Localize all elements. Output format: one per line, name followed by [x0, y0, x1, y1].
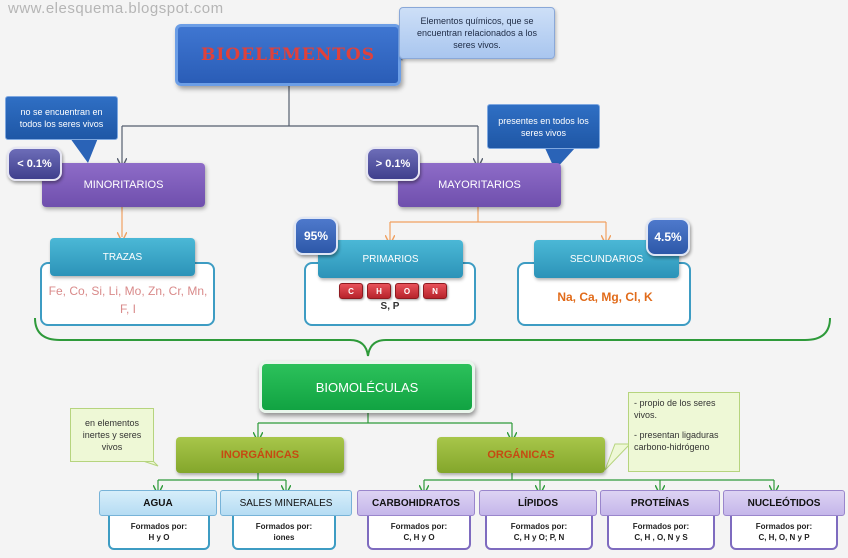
- trazas-elements: Fe, Co, Si, Li, Mo, Zn, Cr, Mn, F, I: [48, 284, 208, 316]
- proteinas-formed-by: Formados por:: [632, 522, 690, 531]
- carbo-formed-by: Formados por:: [390, 522, 448, 531]
- secundarios-elements: Na, Ca, Mg, Cl, K: [557, 290, 653, 304]
- lipidos-elements: C, H y O; P, N: [513, 533, 565, 542]
- connector-org-split: [424, 473, 774, 481]
- nucleotidos-formed-by: Formados por:: [755, 522, 813, 531]
- element-n: N: [423, 283, 447, 299]
- trazas-box: TRAZAS: [50, 238, 195, 276]
- organicas-note: - propio de los seres vivos. - presentan…: [628, 392, 740, 472]
- mayoritarios-box: MAYORITARIOS: [398, 163, 561, 207]
- sales-box: SALES MINERALES: [220, 490, 352, 516]
- lipidos-formed-by: Formados por:: [510, 522, 568, 531]
- callout-tail-org: [604, 443, 632, 471]
- element-h: H: [367, 283, 391, 299]
- connector-mayor-split: [390, 207, 606, 223]
- page-title: BIOELEMENTOS: [200, 45, 376, 65]
- carbo-box: CARBOHIDRATOS: [357, 490, 475, 516]
- sales-elements: iones: [273, 533, 295, 542]
- biomoleculas-box: BIOMOLÉCULAS: [259, 361, 475, 413]
- callout-tail-minor: [70, 138, 98, 163]
- connector-title: [122, 86, 478, 127]
- element-c: C: [339, 283, 363, 299]
- primarios-box: PRIMARIOS: [318, 240, 463, 278]
- proteinas-elements: C, H , O, N y S: [634, 533, 688, 542]
- agua-elements: H y O: [148, 533, 170, 542]
- title-box: BIOELEMENTOS: [175, 24, 401, 86]
- connector-inorg-split: [158, 473, 286, 481]
- site-url: www.elesquema.blogspot.com: [8, 0, 224, 17]
- inorganicas-box: INORGÁNICAS: [176, 437, 344, 473]
- lipidos-box: LÍPIDOS: [479, 490, 597, 516]
- secundarios-percent: 4.5%: [646, 218, 690, 256]
- primarios-extra: S, P: [380, 300, 400, 312]
- minoritarios-note: no se encuentran en todos los seres vivo…: [5, 96, 118, 140]
- agua-box: AGUA: [99, 490, 217, 516]
- mayoritarios-percent: > 0.1%: [366, 147, 420, 181]
- primarios-percent: 95%: [294, 217, 338, 255]
- organicas-box: ORGÁNICAS: [437, 437, 605, 473]
- organicas-note-1: - propio de los seres vivos.: [634, 398, 716, 420]
- nucleotidos-elements: C, H, O, N y P: [758, 533, 810, 542]
- element-o: O: [395, 283, 419, 299]
- inorganicas-note: en elementos inertes y seres vivos: [70, 408, 154, 462]
- sales-formed-by: Formados por:: [255, 522, 313, 531]
- title-note-callout: Elementos químicos, que se encuentran re…: [399, 7, 555, 59]
- green-brace: [34, 317, 831, 357]
- minoritarios-box: MINORITARIOS: [42, 163, 205, 207]
- nucleotidos-box: NUCLEÓTIDOS: [723, 490, 845, 516]
- connector-biomol: [258, 412, 512, 424]
- carbo-elements: C, H y O: [403, 533, 435, 542]
- proteinas-box: PROTEÍNAS: [600, 490, 720, 516]
- mayoritarios-note: presentes en todos los seres vivos: [487, 104, 600, 149]
- agua-formed-by: Formados por:: [130, 522, 188, 531]
- organicas-note-2: - presentan ligaduras carbono-hidrógeno: [634, 430, 719, 452]
- minoritarios-percent: < 0.1%: [7, 147, 62, 181]
